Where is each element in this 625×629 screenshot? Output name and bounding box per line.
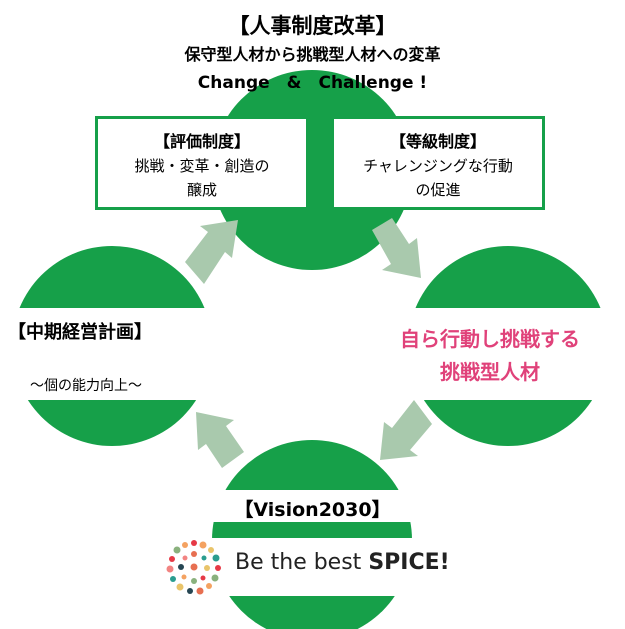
spice-logo-prefix: Be the best (235, 550, 369, 575)
header-slogan: Change & Challenge ! (197, 73, 428, 93)
arrow-top-to-right (372, 218, 421, 278)
bottom-text-band (200, 490, 425, 522)
header-title: 【人事制度改革】 (228, 14, 397, 38)
arrow-left-to-top (185, 220, 238, 284)
target-talent-line2: 挑戦型人材 (440, 360, 540, 384)
spice-dots-icon (166, 540, 221, 595)
evaluation-box-line1: 挑戦・変革・創造の (134, 157, 270, 175)
arrow-bottom-to-left (196, 412, 244, 468)
left-text-band (0, 308, 215, 400)
right-text-band (405, 308, 625, 400)
vision-title: 【Vision2030】 (234, 499, 391, 521)
midterm-plan-title: 【中期経営計画】 (8, 322, 152, 343)
grade-box: 【等級制度】 チャレンジングな行動 の促進 (331, 116, 545, 210)
grade-box-line2: の促進 (415, 181, 461, 199)
grade-box-title: 【等級制度】 (389, 132, 486, 151)
spice-logo: Be the best SPICE! (165, 538, 455, 596)
header-subtitle: 保守型人材から挑戦型人材への変革 (184, 45, 441, 64)
bottom-circle (212, 440, 412, 629)
evaluation-box-title: 【評価制度】 (153, 132, 250, 151)
grade-box-line1: チャレンジングな行動 (363, 157, 513, 175)
evaluation-box: 【評価制度】 挑戦・変革・創造の 醸成 (95, 116, 309, 210)
spice-logo-text: Be the best SPICE! (235, 550, 450, 575)
arrow-right-to-bottom (380, 400, 432, 460)
spice-logo-brand: SPICE! (368, 550, 450, 575)
midterm-plan-subtitle: ～個の能力向上～ (30, 378, 142, 394)
evaluation-box-line2: 醸成 (186, 181, 217, 199)
target-talent-line1: 自ら行動し挑戦する (400, 327, 580, 351)
